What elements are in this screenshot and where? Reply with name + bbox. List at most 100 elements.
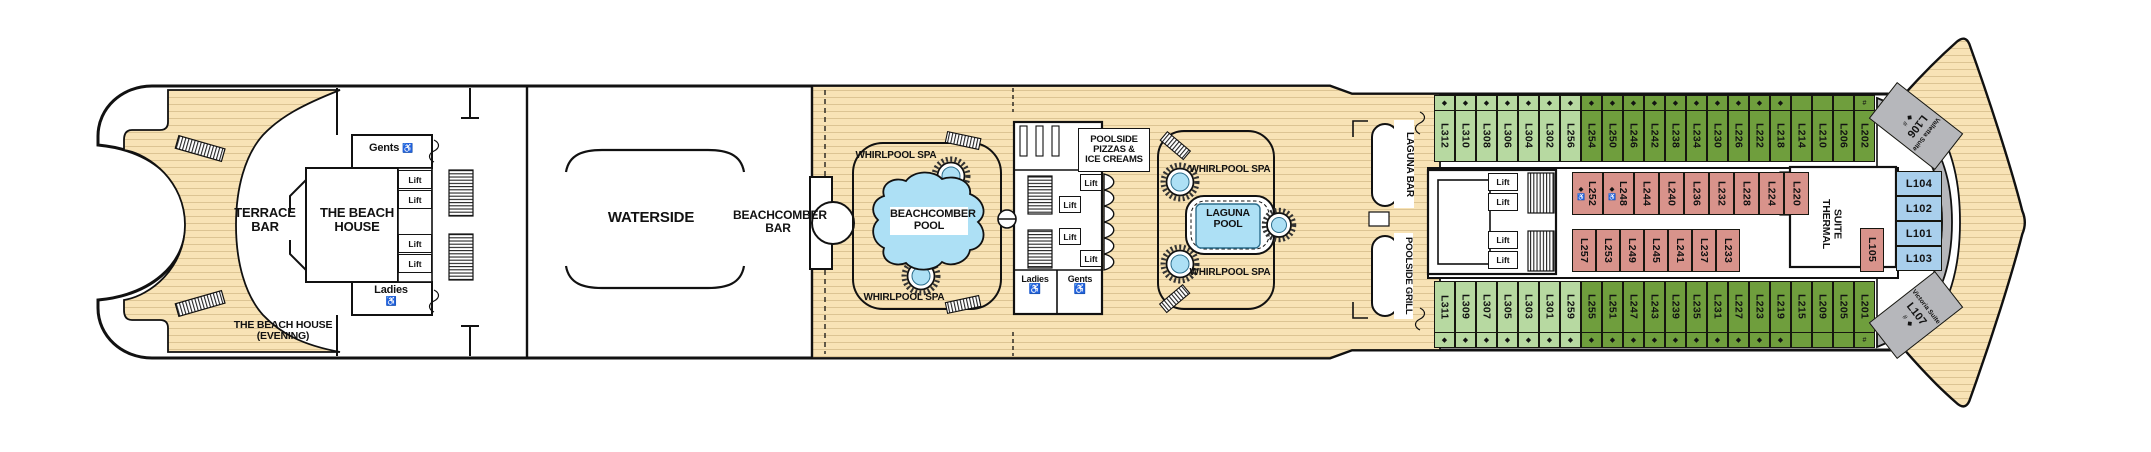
cabin-body: L309: [1456, 282, 1475, 332]
cabin-L105[interactable]: L105: [1860, 228, 1884, 272]
diamond-icon: ◆: [1441, 100, 1448, 107]
cabin-L234[interactable]: ◆L234: [1686, 95, 1707, 162]
cabin-L311[interactable]: L311◆: [1434, 281, 1455, 348]
cabin-L218[interactable]: ◆L218: [1770, 95, 1791, 162]
cabin-L237[interactable]: L237: [1692, 229, 1716, 272]
cabin-L250[interactable]: ◆L250: [1602, 95, 1623, 162]
cabin-number: L253: [1602, 237, 1614, 264]
cabin-L214[interactable]: L214: [1791, 95, 1812, 162]
cabin-L247[interactable]: L247◆: [1623, 281, 1644, 348]
cabin-body: L201: [1855, 282, 1874, 332]
cabin-L202[interactable]: #L202: [1854, 95, 1875, 162]
cabin-L243[interactable]: L243◆: [1644, 281, 1665, 348]
cabin-L103[interactable]: L103: [1896, 246, 1942, 271]
cabin-L232[interactable]: L232: [1709, 172, 1734, 215]
cabin-L230[interactable]: ◆L230: [1707, 95, 1728, 162]
cabin-L233[interactable]: L233: [1716, 229, 1740, 272]
cabin-L210[interactable]: L210: [1812, 95, 1833, 162]
door-squiggle: [1414, 111, 1426, 331]
cabin-L206[interactable]: L206: [1833, 95, 1854, 162]
cabin-L101[interactable]: L101: [1896, 221, 1942, 246]
cabin-grade-strip: #: [1855, 332, 1874, 347]
cabin-L259[interactable]: L259◆: [1560, 281, 1581, 348]
cabin-L239[interactable]: L239◆: [1665, 281, 1686, 348]
cabin-L304[interactable]: ◆L304: [1518, 95, 1539, 162]
cabin-L244[interactable]: L244: [1634, 172, 1659, 215]
stairs: [1027, 229, 1053, 269]
cabin-L254[interactable]: ◆L254: [1581, 95, 1602, 162]
cabin-L224[interactable]: L224: [1759, 172, 1784, 215]
cabin-grade-strip: [1834, 96, 1853, 111]
cabin-L104[interactable]: L104: [1896, 171, 1942, 196]
cabin-L246[interactable]: ◆L246: [1623, 95, 1644, 162]
waterside-deco: [564, 148, 746, 290]
cabin-grade-strip: ◆: [1771, 332, 1790, 347]
cabin-body: L251: [1603, 282, 1622, 332]
cabin-L253[interactable]: L253: [1596, 229, 1620, 272]
cabin-L248[interactable]: ◆♿L248: [1603, 172, 1634, 215]
cabin-L220[interactable]: L220: [1784, 172, 1809, 215]
cabin-L252[interactable]: ◆♿L252: [1572, 172, 1603, 215]
cabin-number: L101: [1905, 227, 1933, 240]
cabin-L309[interactable]: L309◆: [1455, 281, 1476, 348]
cabin-L201[interactable]: L201 #: [1854, 281, 1875, 348]
stairs: [448, 233, 474, 281]
cabin-body: L237: [1693, 230, 1715, 271]
cabin-L242[interactable]: ◆L242: [1644, 95, 1665, 162]
cabin-grade-strip: ◆: [1666, 96, 1685, 111]
cabin-L257[interactable]: L257: [1572, 229, 1596, 272]
laguna-pool-water: [1195, 203, 1261, 249]
cabin-grade-strip: #: [1855, 96, 1874, 111]
cabin-L226[interactable]: ◆L226: [1728, 95, 1749, 162]
beach-house-evening-label: THE BEACH HOUSE(EVENING): [233, 319, 333, 343]
cabin-body: L230: [1708, 111, 1727, 161]
cabin-L238[interactable]: ◆L238: [1665, 95, 1686, 162]
cabin-L310[interactable]: ◆L310: [1455, 95, 1476, 162]
cabin-L102[interactable]: L102: [1896, 196, 1942, 221]
cabin-body: L238: [1666, 111, 1685, 161]
ladies-mid-label: Ladies♿: [1014, 274, 1056, 295]
cabin-L236[interactable]: L236: [1684, 172, 1709, 215]
cabin-L205[interactable]: L205: [1833, 281, 1854, 348]
cabin-L223[interactable]: L223◆: [1749, 281, 1770, 348]
cabin-L302[interactable]: ◆L302: [1539, 95, 1560, 162]
cabin-L215[interactable]: L215: [1791, 281, 1812, 348]
cabin-number: L223: [1753, 294, 1766, 320]
cabin-L312[interactable]: ◆L312: [1434, 95, 1455, 162]
cabin-L209[interactable]: L209: [1812, 281, 1833, 348]
cabin-L249[interactable]: L249: [1620, 229, 1644, 272]
stairs: [174, 134, 226, 163]
cabin-grade-strip: ◆: [1561, 96, 1580, 111]
cabin-L303[interactable]: L303◆: [1518, 281, 1539, 348]
cabin-L306[interactable]: ◆L306: [1497, 95, 1518, 162]
whirlpool-hatch: [1160, 162, 1200, 202]
cabin-L305[interactable]: L305◆: [1497, 281, 1518, 348]
cabin-grade-strip: ◆: [1435, 96, 1454, 111]
diamond-icon: ◆: [1483, 337, 1490, 344]
cabin-L228[interactable]: L228: [1734, 172, 1759, 215]
cabin-L301[interactable]: L301◆: [1539, 281, 1560, 348]
diamond-icon: ◆: [1756, 100, 1763, 107]
cabin-L227[interactable]: L227◆: [1728, 281, 1749, 348]
cabin-L308[interactable]: ◆L308: [1476, 95, 1497, 162]
cabin-L307[interactable]: L307◆: [1476, 281, 1497, 348]
waterside-label: WATERSIDE: [607, 209, 695, 226]
cabin-grade-strip: ◆: [1582, 332, 1601, 347]
cabin-body: L249: [1621, 230, 1643, 271]
cabin-body: L215: [1792, 282, 1811, 332]
cabin-L240[interactable]: L240: [1659, 172, 1684, 215]
cabin-L241[interactable]: L241: [1668, 229, 1692, 272]
cabin-body: L235: [1687, 282, 1706, 332]
cabin-L245[interactable]: L245: [1644, 229, 1668, 272]
cabin-L222[interactable]: ◆L222: [1749, 95, 1770, 162]
cabin-L256[interactable]: ◆L256: [1560, 95, 1581, 162]
cabin-L251[interactable]: L251◆: [1602, 281, 1623, 348]
cabin-number: L201: [1858, 294, 1871, 320]
funnel-kiosk: [1368, 211, 1390, 227]
cabin-L231[interactable]: L231◆: [1707, 281, 1728, 348]
cabin-body: ◆♿L248: [1604, 173, 1633, 214]
cabin-L255[interactable]: L255◆: [1581, 281, 1602, 348]
cabin-L219[interactable]: L219◆: [1770, 281, 1791, 348]
cabin-L235[interactable]: L235◆: [1686, 281, 1707, 348]
